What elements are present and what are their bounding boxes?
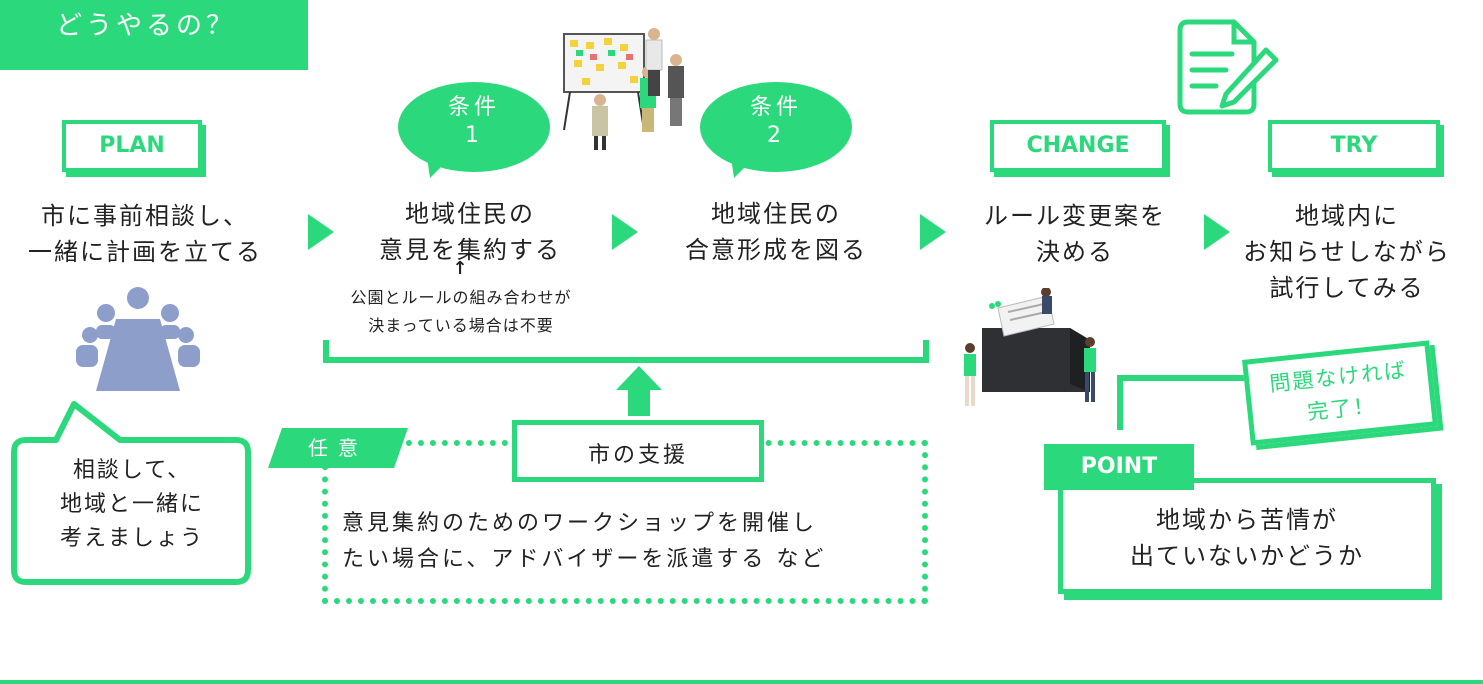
optional-badge-label: 任意 [308, 436, 368, 460]
condition1-text: 地域住民の 意見を集約する [330, 196, 610, 268]
try-line1: 地域内に [1295, 202, 1399, 230]
condition1-note-line1: 公園とルールの組み合わせが [350, 288, 572, 307]
condition1-bubble-tail [426, 150, 452, 178]
try-text: 地域内に お知らせしながら 試行してみる [1216, 198, 1478, 306]
condition1-line2: 意見を集約する [379, 236, 561, 264]
point-panel [1058, 478, 1436, 594]
ballot-box-illustration [964, 288, 1096, 406]
condition2-bubble-line2: 2 [767, 123, 785, 148]
bottom-divider [0, 680, 1483, 684]
speech-line1: 相談して、 [72, 458, 192, 483]
try-line2: お知らせしながら [1243, 238, 1451, 266]
plan-line1: 市に事前相談し、 [41, 202, 249, 230]
change-text: ルール変更案を 決める [950, 198, 1200, 270]
point-label: POINT [1044, 444, 1194, 490]
flow-arrow-1 [308, 214, 334, 250]
condition2-bubble-line1: 条件 [749, 95, 802, 120]
optional-badge [268, 428, 408, 468]
flow-arrow-2 [612, 214, 638, 250]
condition1-line1: 地域住民の [405, 200, 535, 228]
support-line1: 意見集約のためのワークショップを開催し [342, 511, 818, 536]
support-up-arrow [616, 366, 662, 416]
meeting-icon [76, 287, 200, 391]
speech-text: 相談して、 地域と一緒に 考えましょう [14, 454, 250, 556]
workshop-illustration [563, 28, 684, 150]
condition2-bubble-tail [730, 150, 756, 178]
point-line1: 地域から苦情が [1156, 506, 1338, 534]
condition1-note: 公園とルールの組み合わせが 決まっている場合は不要 [316, 284, 606, 340]
change-line2: 決める [1036, 238, 1114, 266]
up-arrow-icon: ↑ [452, 258, 468, 279]
complete-tag: 問題なければ 完了！ [1242, 340, 1438, 446]
document-pen-icon [1177, 19, 1279, 115]
try-label: TRY [1268, 120, 1440, 172]
condition2-line1: 地域住民の [711, 200, 841, 228]
plan-text: 市に事前相談し、 一緒に計画を立てる [0, 198, 290, 270]
change-line1: ルール変更案を [984, 202, 1166, 230]
condition1-bubble-line2: 1 [465, 123, 483, 148]
conditions-bracket [323, 340, 929, 363]
try-line3: 試行してみる [1269, 274, 1425, 302]
point-connector [1117, 375, 1264, 430]
flow-arrow-4 [1204, 214, 1230, 250]
condition1-bubble: 条件 1 [398, 82, 550, 172]
support-description: 意見集約のためのワークショップを開催し たい場合に、アドバイザーを派遣する など [342, 506, 912, 578]
condition2-bubble: 条件 2 [700, 82, 852, 172]
point-line2: 出ていないかどうか [1130, 542, 1364, 570]
plan-line2: 一緒に計画を立てる [28, 238, 262, 266]
speech-bubble-frame [11, 401, 251, 585]
flow-arrow-3 [920, 214, 946, 250]
point-text: 地域から苦情が 出ていないかどうか [1066, 502, 1428, 574]
condition1-note-line2: 決まっている場合は不要 [368, 316, 554, 335]
support-title: 市の支援 [512, 420, 764, 482]
plan-label: PLAN [62, 120, 202, 172]
change-label: CHANGE [990, 120, 1166, 172]
condition2-text: 地域住民の 合意形成を図る [636, 196, 916, 268]
section-header: どうやるの？ [0, 0, 308, 70]
condition1-bubble-line1: 条件 [447, 95, 500, 120]
condition2-line2: 合意形成を図る [685, 236, 867, 264]
speech-line3: 考えましょう [59, 526, 204, 551]
support-line2: たい場合に、アドバイザーを派遣する など [342, 547, 827, 572]
speech-line2: 地域と一緒に [59, 492, 204, 517]
